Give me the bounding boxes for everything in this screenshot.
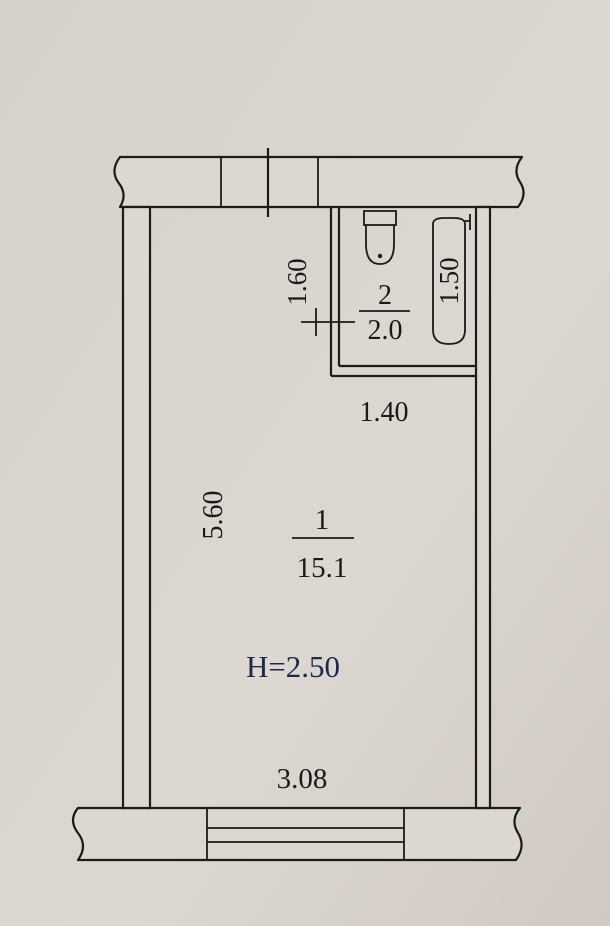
main-length-label: 5.60	[198, 491, 229, 540]
ceiling-height-label: H=2.50	[246, 649, 340, 684]
bath-length-label: 1.60	[282, 258, 312, 305]
bathroom-area: 2.0	[368, 315, 403, 346]
main-width-label: 3.08	[277, 763, 328, 795]
main-room-label: 1 15.1	[292, 504, 354, 584]
bath-width-label: 1.40	[360, 397, 409, 428]
top-window	[220, 148, 319, 217]
main-length-dimension: 5.60	[198, 491, 229, 540]
bath-tray-icon	[432, 214, 471, 345]
right-wall	[474, 205, 492, 810]
toilet-icon	[363, 210, 397, 265]
bath-length-dimension: 1.60	[282, 258, 312, 305]
main-room-area: 15.1	[297, 552, 348, 584]
main-room-number: 1	[315, 504, 330, 536]
bathroom-partition	[329, 207, 476, 378]
bottom-wall	[71, 806, 523, 862]
bottom-window	[206, 808, 405, 860]
bath-fixture-dimension: 1.50	[434, 257, 464, 304]
bath-fixture-label: 1.50	[434, 257, 464, 304]
left-wall	[121, 205, 152, 810]
top-wall	[113, 148, 525, 217]
bathroom-label: 2 2.0	[359, 280, 410, 346]
bathroom-door-mark	[301, 308, 355, 336]
bathroom-number: 2	[378, 280, 392, 311]
